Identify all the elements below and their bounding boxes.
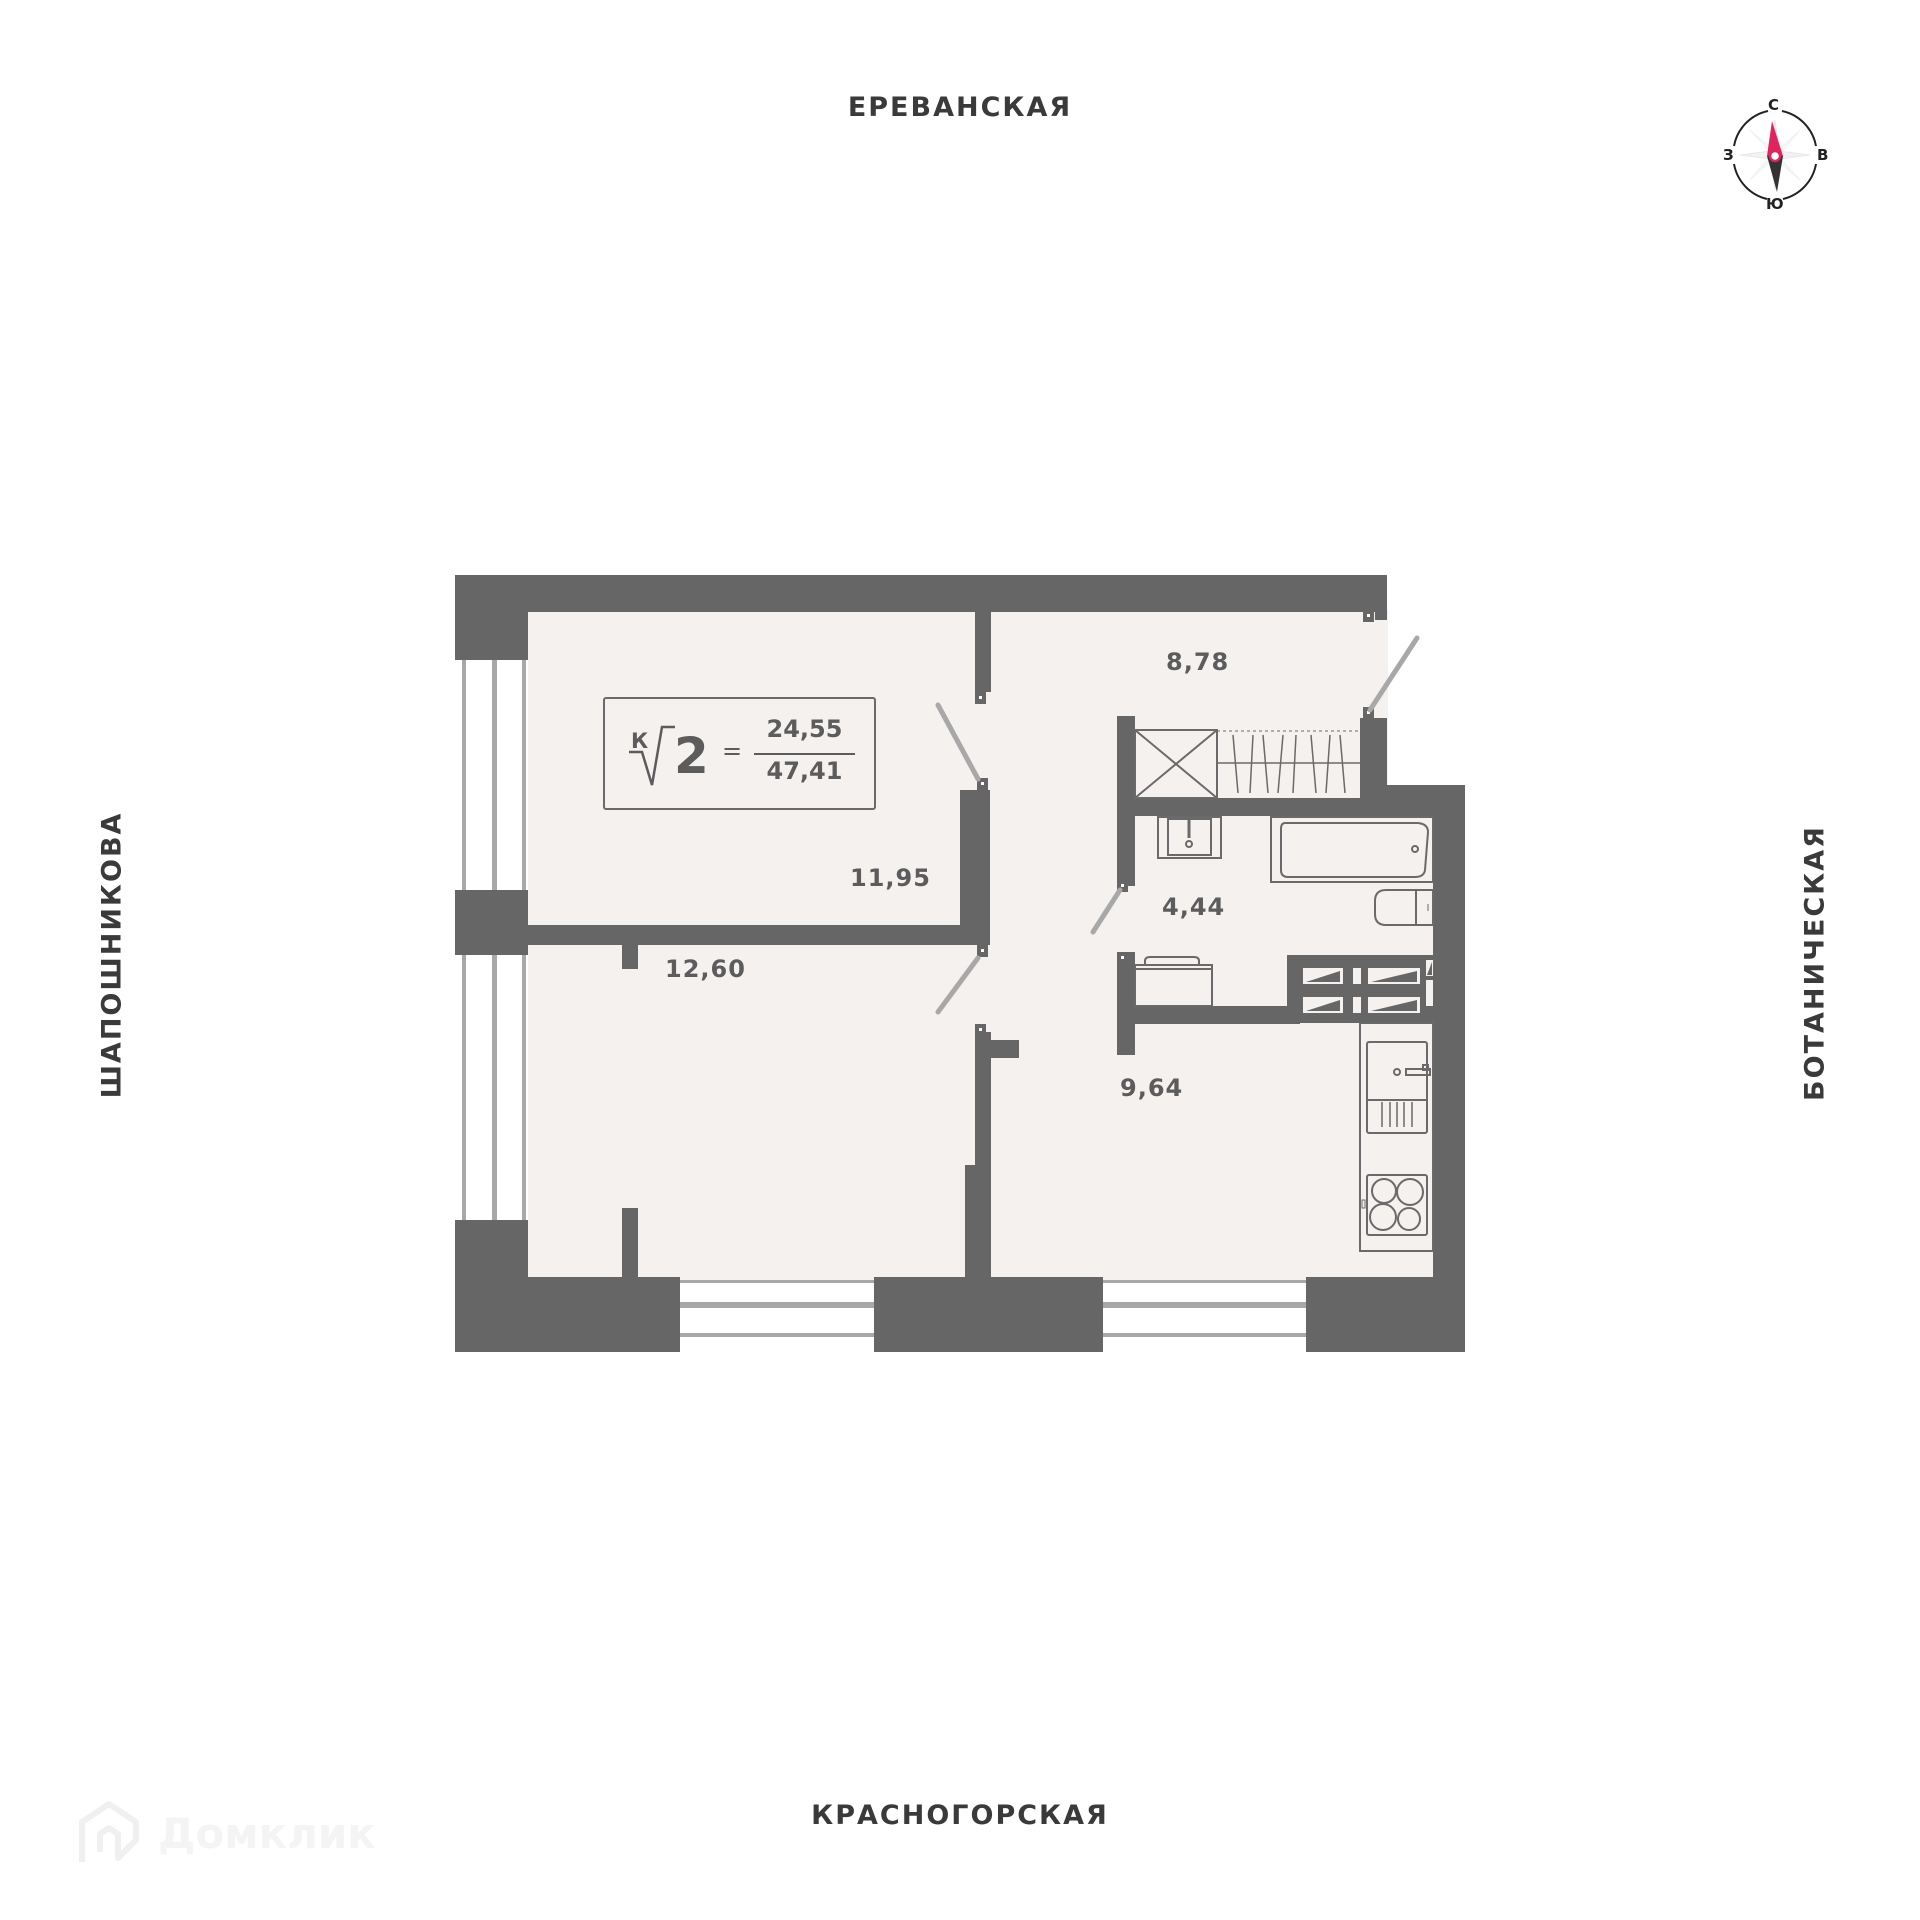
formula-equals: =	[722, 737, 743, 765]
formula-room-count: 2	[674, 727, 709, 785]
door-swings	[935, 635, 1420, 1015]
laundry-cabinets	[1303, 960, 1433, 1013]
compass-west-label: З	[1723, 146, 1734, 164]
room-area-hallway: 8,78	[1166, 648, 1230, 676]
street-label-south: КРАСНОГОРСКАЯ	[811, 1800, 1109, 1831]
watermark-text: Домклик	[158, 1808, 376, 1858]
formula-index: К	[631, 729, 649, 753]
radical-sign-icon	[629, 725, 675, 786]
compass-icon: С Ю З В	[1720, 96, 1830, 213]
formula-living-area: 24,55	[766, 715, 843, 743]
street-label-north: ЕРЕВАНСКАЯ	[847, 92, 1073, 123]
fraction-line	[754, 753, 855, 755]
room-area-living-room: 12,60	[665, 955, 746, 983]
compass-north-label: С	[1768, 96, 1780, 114]
room-area-bedroom: 11,95	[850, 864, 931, 892]
compass-east-label: В	[1817, 146, 1829, 164]
watermark: Домклик	[78, 1800, 376, 1866]
room-count-formula: К 2 = 24,55 47,41	[603, 697, 876, 810]
door-hinges	[975, 610, 1374, 1036]
house-logo-icon	[79, 1801, 139, 1862]
compass-south-label: Ю	[1766, 195, 1784, 213]
fixtures	[1134, 729, 1434, 1252]
room-area-kitchen: 9,64	[1120, 1074, 1184, 1102]
windows	[455, 660, 1306, 1352]
walls	[455, 575, 1465, 1352]
room-area-bathroom: 4,44	[1162, 893, 1226, 921]
formula-total-area: 47,41	[766, 757, 843, 785]
